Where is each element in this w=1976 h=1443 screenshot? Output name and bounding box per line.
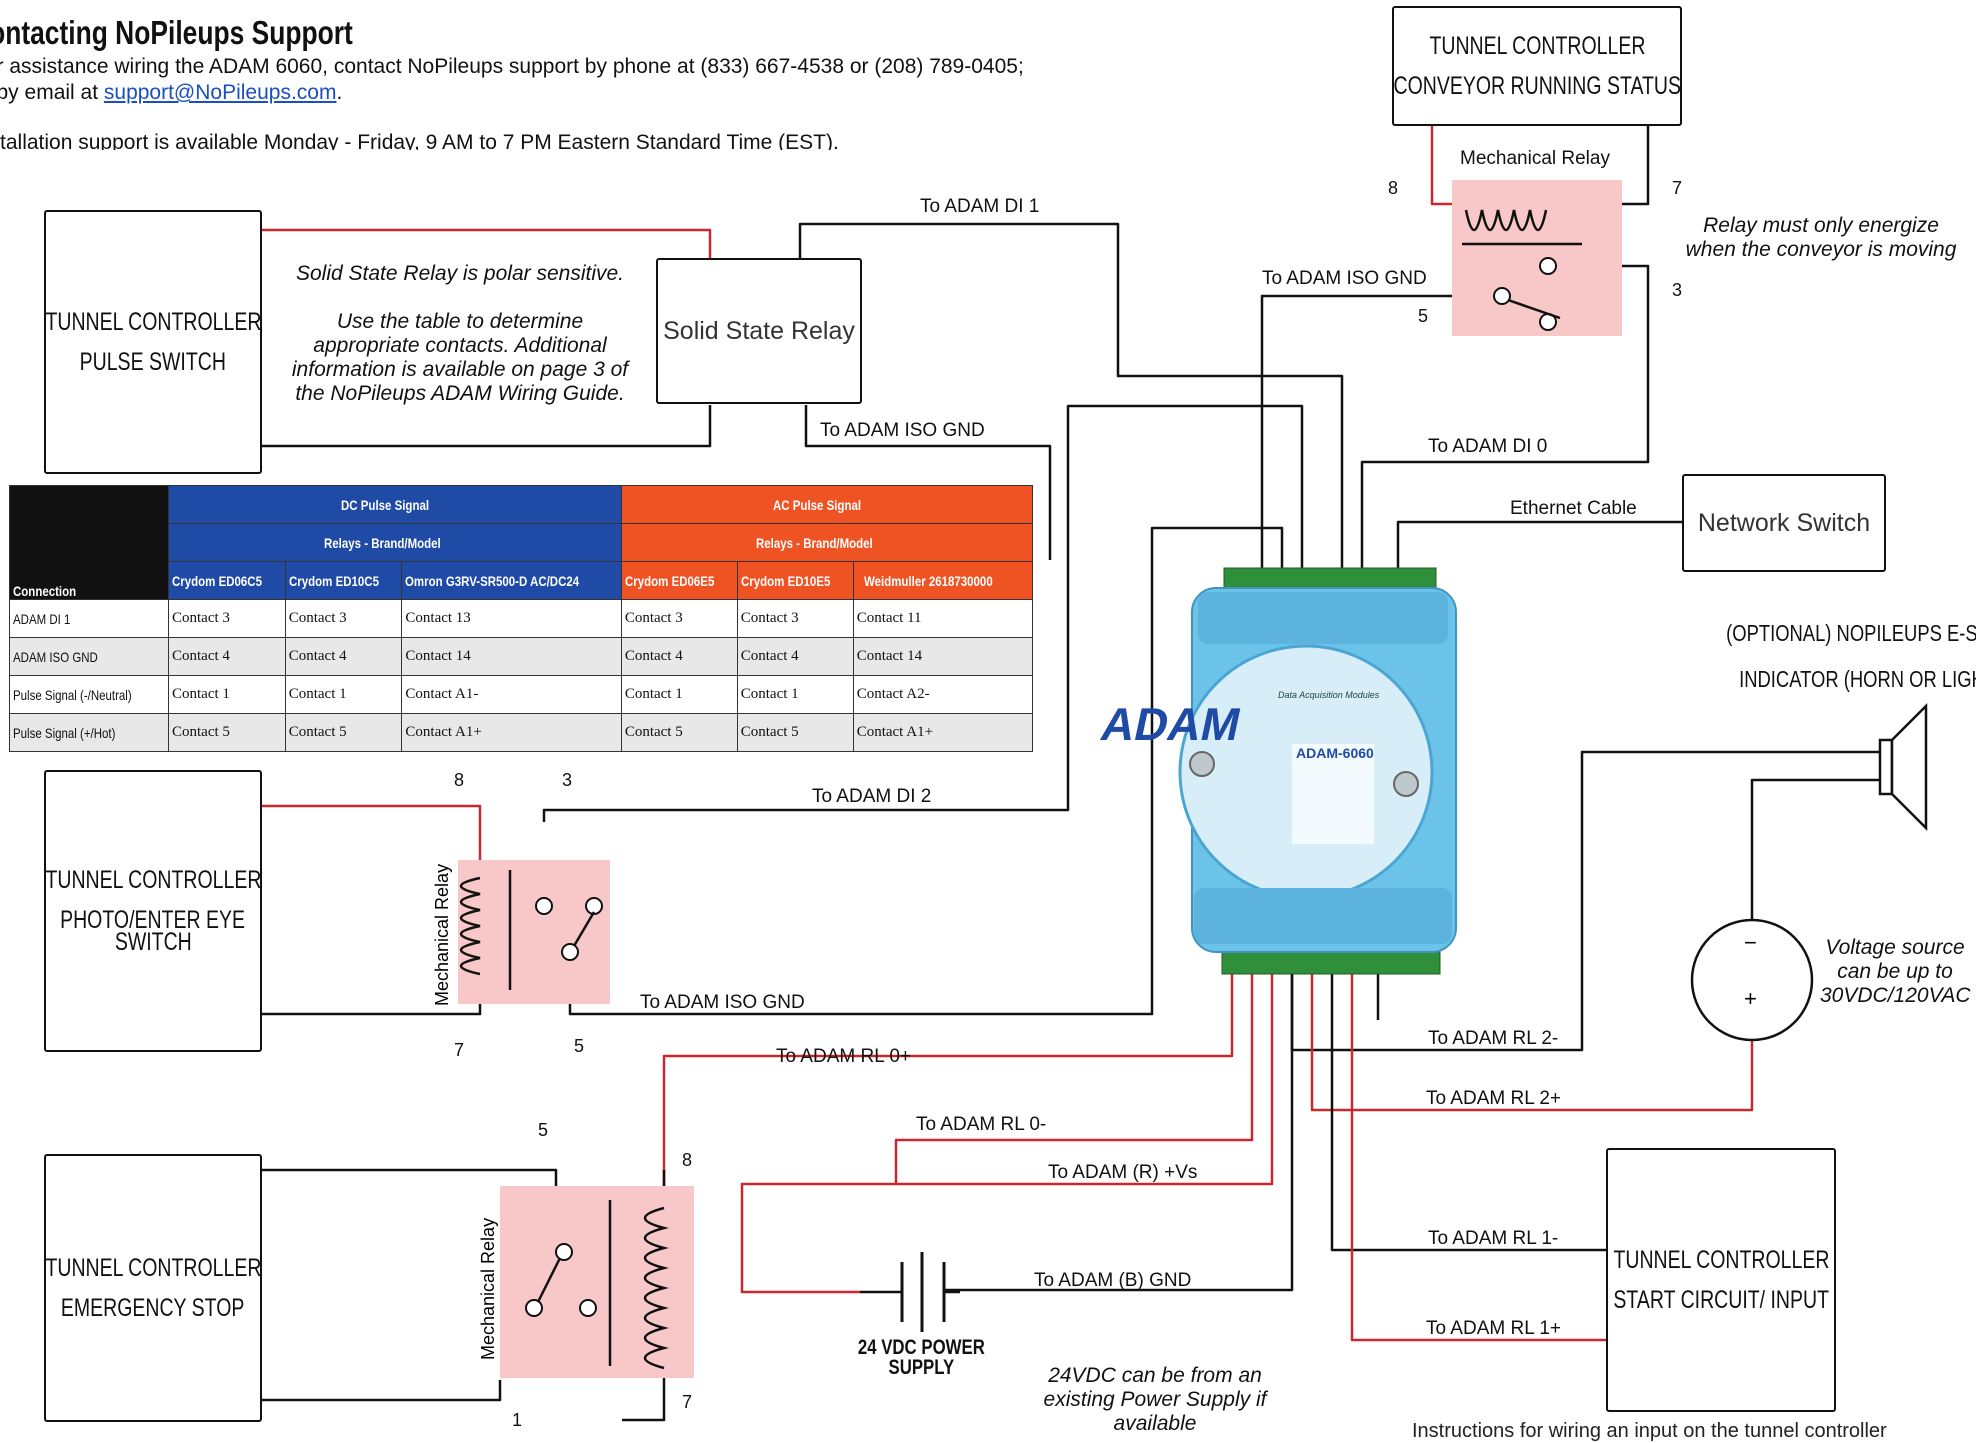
page-title: Contacting NoPileups Support — [0, 14, 353, 51]
relay-energize-note: Relay must only energize when the convey… — [1685, 214, 1957, 261]
wire-label-iso-gnd-ssr: To ADAM ISO GND — [820, 420, 985, 441]
ssr-note: Solid State Relay is polar sensitive. Us… — [291, 262, 629, 405]
wire-label-iso-gnd-photo: To ADAM ISO GND — [640, 992, 805, 1013]
wire-label-di2: To ADAM DI 2 — [812, 786, 932, 807]
support-intro: For assistance wiring the ADAM 6060, con… — [0, 54, 1024, 106]
wire-label-rl0-plus: To ADAM RL 0+ — [776, 1046, 911, 1067]
intro-line-1: For assistance wiring the ADAM 6060, con… — [0, 55, 1024, 78]
table-row: Pulse Signal (-/Neutral) Contact 1 Conta… — [9, 675, 1033, 714]
wire-label-rl2-minus: To ADAM RL 2- — [1428, 1028, 1559, 1049]
estop-relay-pin-1: 1 — [512, 1410, 523, 1430]
table-dc-title: DC Pulse Signal — [168, 485, 622, 524]
conveyor-status-controller: TUNNEL CONTROLLER CONVEYOR RUNNING STATU… — [1392, 6, 1682, 126]
adam-brand: ADAM — [1097, 698, 1246, 749]
top-relay-label: Mechanical Relay — [1460, 148, 1610, 169]
photo-eye-controller: TUNNEL CONTROLLER PHOTO/ENTER EYE SWITCH — [44, 770, 262, 1052]
top-relay-pin-7: 7 — [1672, 178, 1683, 198]
photo-relay-pin-7: 7 — [454, 1040, 465, 1060]
optional-indicator-label: (OPTIONAL) NOPILEUPS E-STOP INDICATOR (H… — [1726, 620, 1976, 692]
footer-instructions: Instructions for wiring an input on the … — [1412, 1420, 1887, 1442]
emergency-stop-controller: TUNNEL CONTROLLER EMERGENCY STOP — [44, 1154, 262, 1422]
adam-tagline: Data Acquisition Modules — [1278, 690, 1380, 700]
wire-label-vs: To ADAM (R) +Vs — [1048, 1162, 1198, 1183]
estop-relay-label: Mechanical Relay — [478, 1218, 498, 1360]
top-relay-coil — [1464, 209, 1548, 232]
top-relay-pin-3: 3 — [1672, 280, 1683, 300]
battery-icon — [900, 1252, 946, 1332]
photo-relay-pin-5: 5 — [574, 1036, 585, 1056]
wire-label-di0: To ADAM DI 0 — [1428, 436, 1548, 457]
start-circuit-controller: TUNNEL CONTROLLER START CIRCUIT/ INPUT — [1606, 1148, 1836, 1412]
photo-relay-pin-3: 3 — [562, 770, 573, 790]
voltage-minus: − — [1744, 930, 1757, 955]
table-column-header: Crydom ED10C5 — [284, 561, 403, 600]
photo-relay-coil — [459, 876, 481, 976]
table-column-header: Crydom ED06E5 — [620, 561, 738, 600]
support-header: Contacting NoPileups Support For assista… — [0, 0, 1060, 150]
network-switch: Network Switch — [1682, 474, 1886, 572]
photo-relay-pin-8: 8 — [454, 770, 465, 790]
relay-contacts-table: Connection DC Pulse Signal AC Pulse Sign… — [9, 485, 1033, 752]
table-ac-title: AC Pulse Signal — [620, 485, 1033, 524]
table-column-header: Crydom ED06C5 — [168, 561, 286, 600]
power-supply-label: 24 VDC POWER SUPPLY — [857, 1336, 985, 1379]
table-connection-header: Connection — [9, 485, 169, 600]
photo-relay-label: Mechanical Relay — [432, 864, 452, 1006]
table-row: Pulse Signal (+/Hot) Contact 5 Contact 5… — [9, 713, 1033, 752]
pulse-switch-controller: TUNNEL CONTROLLER PULSE SWITCH — [44, 210, 262, 474]
estop-relay-coil — [643, 1206, 669, 1370]
support-email-link[interactable]: support@NoPileups.com — [103, 81, 337, 104]
table-ac-relays-label: Relays - Brand/Model — [620, 523, 1033, 562]
wire-label-iso-gnd-top: To ADAM ISO GND — [1262, 268, 1427, 289]
table-row: ADAM DI 1 Contact 3 Contact 3 Contact 13… — [9, 599, 1033, 638]
adam-model: ADAM-6060 — [1296, 745, 1374, 761]
table-column-header: Omron G3RV-SR500-D AC/DC24 — [401, 561, 622, 600]
support-hours: Installation support is available Monday… — [0, 131, 839, 150]
table-dc-relays-label: Relays - Brand/Model — [168, 523, 622, 562]
wire-label-rl1-plus: To ADAM RL 1+ — [1426, 1318, 1561, 1339]
table-column-header: Weidmuller 2618730000 — [852, 561, 1033, 600]
intro-line-2-prefix: or by email at — [0, 81, 99, 104]
estop-relay-pin-8: 8 — [682, 1150, 693, 1170]
photo-relay-fill — [458, 860, 610, 1004]
solid-state-relay: Solid State Relay — [656, 258, 862, 404]
wire-label-di1: To ADAM DI 1 — [920, 196, 1040, 217]
voltage-note: Voltage source can be up to 30VDC/120VAC — [1820, 936, 1971, 1007]
wire-label-rl0-minus: To ADAM RL 0- — [916, 1114, 1047, 1135]
top-relay-pin-8: 8 — [1388, 178, 1399, 198]
table-column-header: Crydom ED10E5 — [736, 561, 854, 600]
wire-label-ethernet: Ethernet Cable — [1510, 498, 1637, 519]
top-relay-pin-5: 5 — [1418, 306, 1429, 326]
psu-note: 24VDC can be from an existing Power Supp… — [1043, 1364, 1267, 1435]
wire-label-gnd: To ADAM (B) GND — [1034, 1270, 1192, 1291]
estop-relay-pin-7: 7 — [682, 1392, 693, 1412]
wire-label-rl1-minus: To ADAM RL 1- — [1428, 1228, 1559, 1249]
voltage-source-icon — [1690, 918, 1814, 1042]
table-row: ADAM ISO GND Contact 4 Contact 4 Contact… — [9, 637, 1033, 676]
adam-6060-module — [1178, 567, 1457, 975]
voltage-plus: + — [1744, 986, 1757, 1011]
estop-relay-fill — [500, 1186, 694, 1378]
top-relay-fill — [1452, 180, 1622, 336]
wire-label-rl2-plus: To ADAM RL 2+ — [1426, 1088, 1561, 1109]
estop-relay-pin-5: 5 — [538, 1120, 549, 1140]
horn-icon — [1878, 702, 1928, 832]
